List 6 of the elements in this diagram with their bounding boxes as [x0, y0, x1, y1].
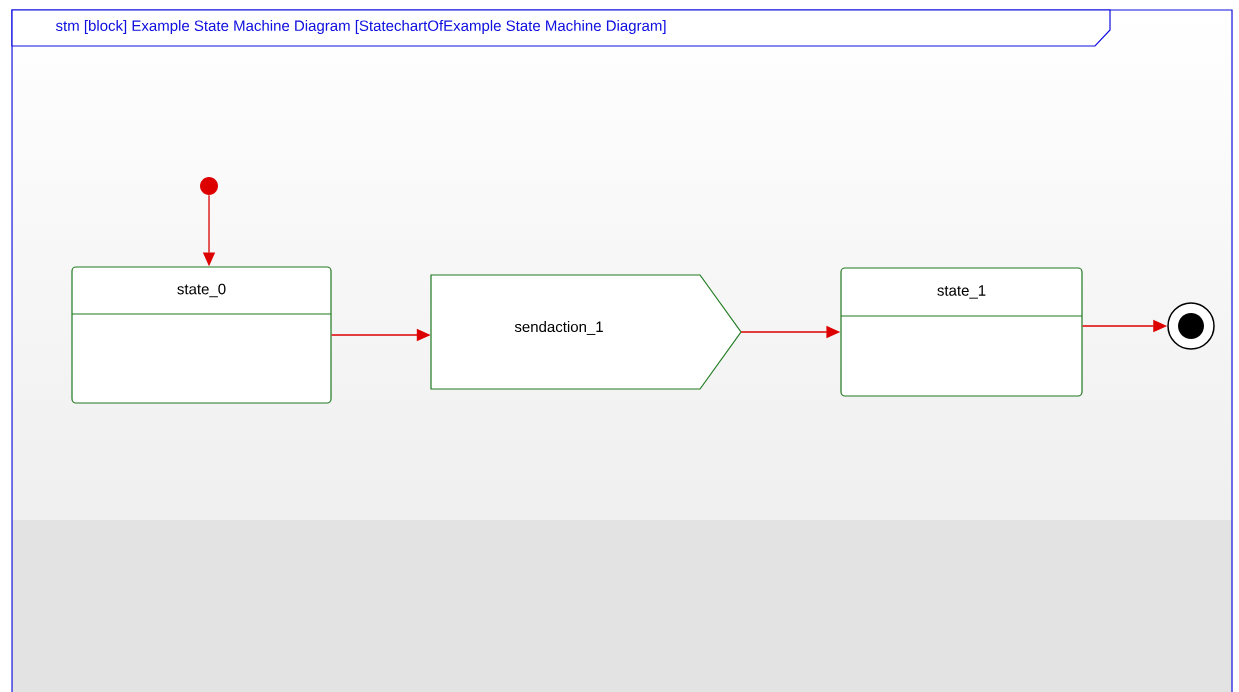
- state-box: state_1: [840, 267, 1083, 397]
- frame-title: stm [block] Example State Machine Diagram [StatechartOfExample State Machine Diagram]: [11, 9, 1111, 47]
- initial-state: [200, 177, 218, 195]
- send-signal-action: sendaction_1: [430, 274, 742, 390]
- final-state: [1167, 302, 1215, 350]
- state-box: state_0: [71, 266, 332, 404]
